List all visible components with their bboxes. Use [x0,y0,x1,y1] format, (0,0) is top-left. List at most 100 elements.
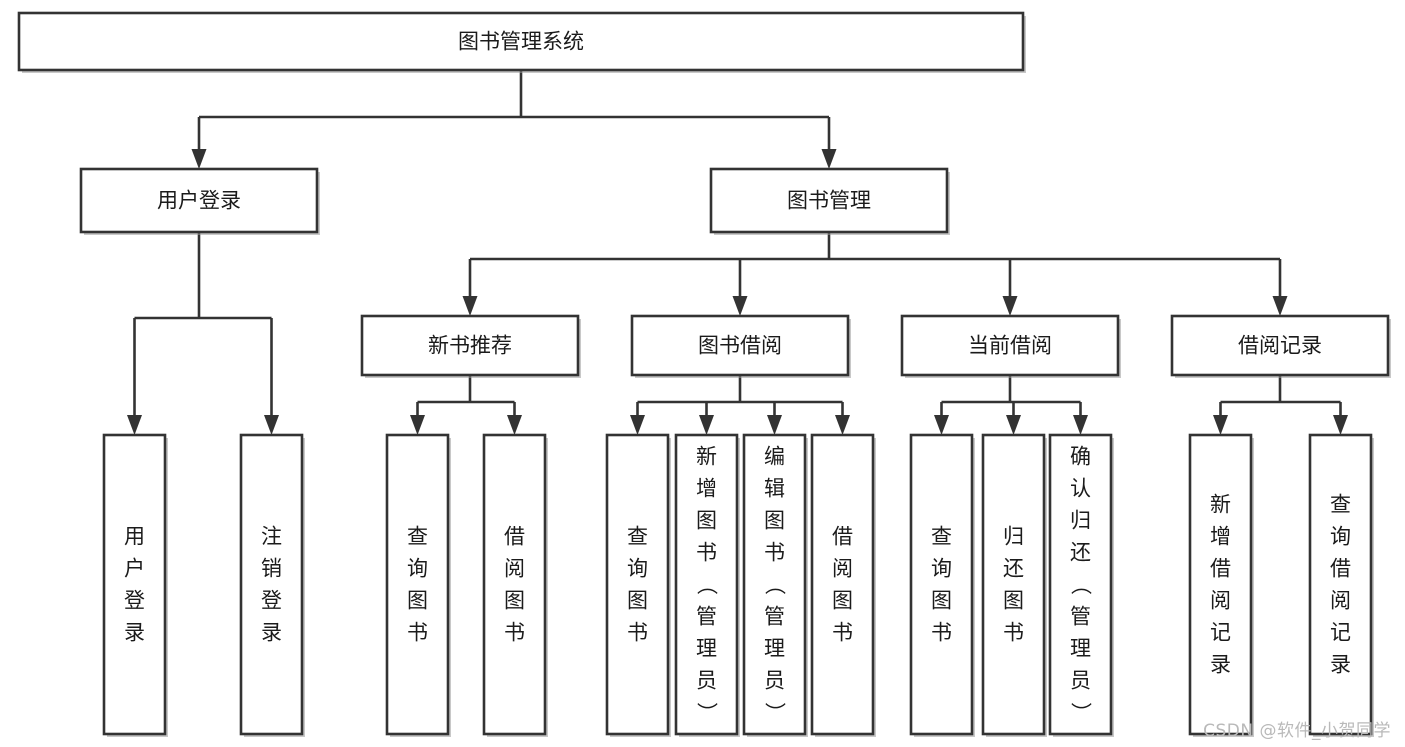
node-label-char: 认 [1070,477,1091,501]
node-label-char: 图 [627,589,648,613]
node-box[interactable] [674,433,739,736]
node-label-char: 辑 [764,477,785,501]
node-box[interactable] [1048,433,1113,736]
node-label-char: 户 [124,557,145,581]
node-label-char: 借 [504,525,525,549]
node-box[interactable] [900,314,1120,377]
edge-arrow-icon [410,415,425,435]
node-label-char: 记 [1330,621,1351,645]
node-label-char: 书 [931,621,952,645]
node-box[interactable] [360,314,580,377]
edge-arrow-icon [1333,415,1348,435]
node-box[interactable] [1188,433,1253,736]
node-label-char: 确 [1070,445,1091,469]
node-user-login[interactable]: 用户登录 [79,167,320,235]
node-box[interactable] [630,314,850,377]
edge-arrow-icon [462,296,478,316]
edge-arrow-icon [1272,296,1288,316]
node-label-char: 管 [1070,605,1091,629]
node-label-char: 查 [627,525,648,549]
node-box[interactable] [385,433,450,736]
node-box[interactable] [79,167,319,234]
node-box[interactable] [909,433,974,736]
node-label-char: 员 [1070,669,1091,693]
node-label-char: 查 [1330,493,1351,517]
node-label-char: 录 [261,621,282,645]
node-label-char: 书 [407,621,428,645]
node-label-char: 图 [1003,589,1024,613]
node-label-char: 增 [1210,525,1231,549]
node-label-char: 员 [764,669,785,693]
node-box[interactable] [17,11,1025,72]
node-box[interactable] [742,433,807,736]
node-label-char: （ [695,574,719,595]
edge-arrow-icon [127,415,142,435]
node-label-char: 新 [696,445,717,469]
node-box[interactable] [482,433,547,736]
node-label: 新书推荐 [428,334,512,358]
node-box[interactable] [102,433,167,736]
node-label-char: （ [1069,574,1093,595]
node-box[interactable] [239,433,304,736]
node-label-char: 还 [1003,557,1024,581]
node-label-char: 阅 [1330,589,1351,613]
edge-arrow-icon [934,415,949,435]
node-label-char: 用 [124,525,145,549]
node-label-char: 书 [764,541,785,565]
edge-arrow-icon [1006,415,1021,435]
node-label: 当前借阅 [968,334,1052,358]
node-borrow-record[interactable]: 借阅记录 [1170,314,1391,378]
node-label-char: 图 [696,509,717,533]
node-label-char: 注 [261,525,282,549]
node-label-char: （ [763,574,787,595]
node-box[interactable] [810,433,875,736]
node-leaf-user-login[interactable]: 用户登录 [102,433,168,737]
node-box[interactable] [1170,314,1390,377]
node-new-book-recommend[interactable]: 新书推荐 [360,314,581,378]
edges-layer [127,70,1348,435]
node-box[interactable] [1308,433,1373,736]
node-label-char: 图 [407,589,428,613]
node-label-char: ） [695,702,719,723]
node-label-char: 询 [931,557,952,581]
node-root[interactable]: 图书管理系统 [17,11,1026,73]
node-label-char: 理 [764,637,785,661]
node-label-char: ） [1069,702,1093,723]
node-label-char: 书 [627,621,648,645]
node-label-char: 阅 [504,557,525,581]
node-book-manage[interactable]: 图书管理 [709,167,950,235]
node-label-char: 询 [407,557,428,581]
node-book-borrow[interactable]: 图书借阅 [630,314,851,378]
node-label: 图书管理系统 [458,30,584,54]
node-label-char: 归 [1070,509,1091,533]
edge-arrow-icon [1073,415,1088,435]
node-current-borrow[interactable]: 当前借阅 [900,314,1121,378]
node-box[interactable] [605,433,670,736]
node-label: 借阅记录 [1238,334,1322,358]
node-label-char: 理 [696,637,717,661]
node-label-char: 新 [1210,493,1231,517]
node-label-char: 员 [696,669,717,693]
node-label-char: 销 [261,557,282,581]
node-label-char: 还 [1070,541,1091,565]
csdn-watermark: CSDN @软件_小贺同学 [1203,721,1391,741]
edge-arrow-icon [507,415,522,435]
edge-arrow-icon [1213,415,1228,435]
node-label-char: 记 [1210,621,1231,645]
node-box[interactable] [981,433,1046,736]
node-label-char: 借 [832,525,853,549]
node-box[interactable] [709,167,949,234]
